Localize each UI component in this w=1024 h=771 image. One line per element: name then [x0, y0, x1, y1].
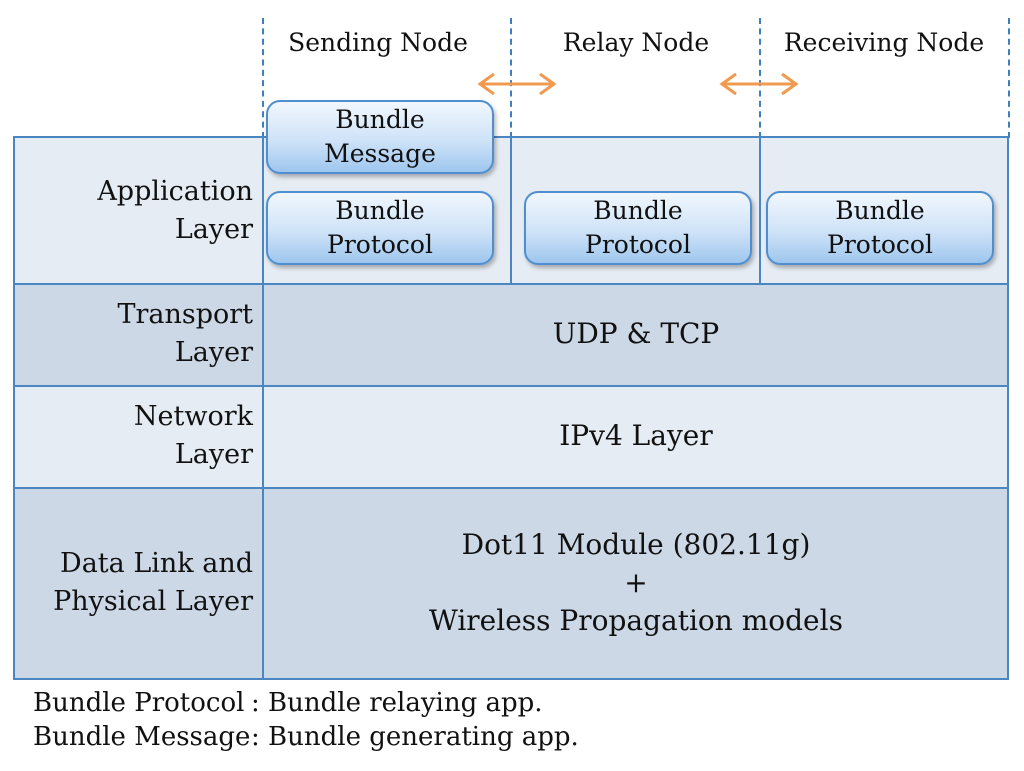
label-column-divider	[262, 136, 264, 680]
bundle-message-box: Bundle Message	[266, 100, 494, 174]
legend-definition: : Bundle relaying app.	[251, 688, 543, 718]
relay-node-title: Relay Node	[562, 28, 710, 57]
datalink-layer-content: Dot11 Module (802.11g) + Wireless Propag…	[429, 528, 843, 637]
datalink-layer-row	[13, 487, 1009, 680]
datalink-layer-label: Data Link and Physical Layer	[53, 548, 253, 617]
application-layer-label: Application Layer	[97, 176, 253, 245]
node-separator-1	[262, 18, 264, 138]
network-layer-row	[13, 385, 1009, 489]
network-layer-label: Network Layer	[133, 401, 253, 470]
bundle-protocol-relay-box: Bundle Protocol	[524, 191, 752, 265]
network-layer-content: IPv4 Layer	[559, 419, 713, 452]
bundle-protocol-sending-box: Bundle Protocol	[266, 191, 494, 265]
double-arrow-icon	[719, 72, 799, 96]
double-arrow-icon	[477, 72, 557, 96]
receiving-node-title: Receiving Node	[783, 28, 985, 57]
transport-layer-content: UDP & TCP	[552, 317, 720, 350]
sending-node-title: Sending Node	[288, 28, 468, 57]
node-separator-2	[510, 18, 512, 138]
legend-item: Bundle Protocol: Bundle relaying app.	[33, 688, 543, 718]
node-separator-3	[759, 18, 761, 138]
legend-term: Bundle Protocol	[33, 688, 245, 718]
bundle-protocol-receiving-box: Bundle Protocol	[766, 191, 994, 265]
node-separator-4	[1008, 18, 1010, 138]
legend-item: Bundle Message: Bundle generating app.	[33, 722, 579, 752]
legend-term: Bundle Message	[33, 722, 251, 752]
legend-definition: : Bundle generating app.	[251, 722, 579, 752]
transport-layer-label: Transport Layer	[117, 299, 253, 368]
node-column-divider-1	[510, 136, 512, 285]
node-column-divider-2	[759, 136, 761, 285]
